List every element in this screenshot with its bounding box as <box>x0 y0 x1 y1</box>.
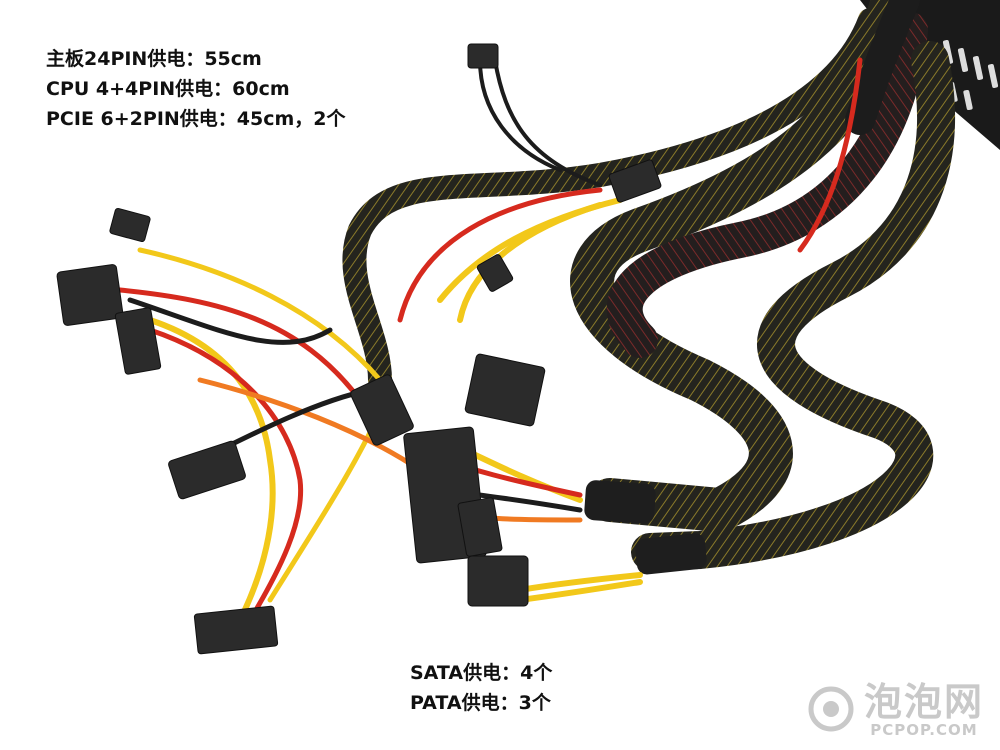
molex-connector-left <box>56 264 124 326</box>
spec-text-bottom: SATA供电：4个 PATA供电：3个 <box>410 658 552 718</box>
spec-text-top: 主板24PIN供电：55cm CPU 4+4PIN供电：60cm PCIE 6+… <box>46 44 346 134</box>
heat-shrink-sleeves <box>584 480 707 575</box>
connectors <box>56 43 662 655</box>
watermark-logo-icon <box>808 686 854 732</box>
spec-line-sata: SATA供电：4个 <box>410 662 553 684</box>
pcie-connector-mid <box>464 353 546 427</box>
cpu-8pin-connector <box>467 555 529 607</box>
watermark-cn: 泡泡网 <box>863 680 984 724</box>
pcie-connector-top <box>608 159 662 203</box>
sata-connector-left <box>114 307 162 375</box>
spec-line-pata: PATA供电：3个 <box>410 692 551 714</box>
watermark: 泡泡网 PCPOP.COM <box>808 680 984 739</box>
fdd-connector <box>109 207 151 243</box>
sleeved-cable-bundles <box>342 0 955 571</box>
watermark-en: PCPOP.COM <box>870 721 978 739</box>
spec-line-cpu: CPU 4+4PIN供电：60cm <box>46 78 290 100</box>
sata-connector-bottom <box>193 605 279 655</box>
spec-line-atx: 主板24PIN供电：55cm <box>46 48 262 70</box>
spec-line-pcie: PCIE 6+2PIN供电：45cm，2个 <box>46 108 346 130</box>
molex-connector-mid <box>168 440 246 500</box>
sata-connector-top <box>476 254 514 292</box>
sata-connector-center <box>350 374 414 446</box>
sata-connector-right <box>457 497 503 557</box>
cpu-4pin-connector <box>467 43 499 69</box>
